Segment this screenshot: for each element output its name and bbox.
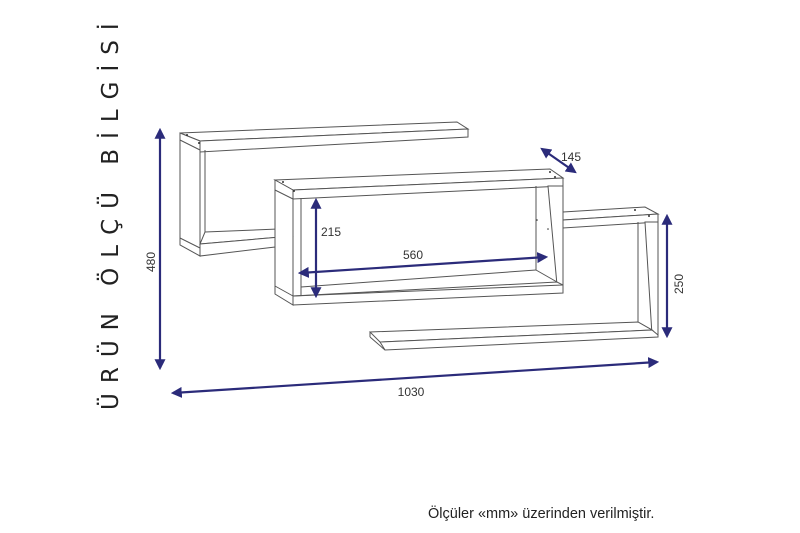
- dimension-inner-width: 560: [297, 248, 549, 278]
- middle-box-shelf: [273, 168, 565, 306]
- label-480: 480: [144, 252, 158, 272]
- dimension-inner-height: 215: [310, 197, 341, 299]
- dimension-depth: 145: [540, 147, 581, 174]
- right-l-shelf: [368, 206, 660, 351]
- label-560: 560: [403, 248, 423, 262]
- left-l-shelf: [179, 121, 470, 257]
- dimension-total-height: 480: [144, 127, 166, 371]
- label-1030: 1030: [398, 385, 425, 399]
- units-note: Ölçüler «mm» üzerinden verilmiştir.: [428, 506, 655, 522]
- label-215: 215: [321, 225, 341, 239]
- label-145: 145: [561, 150, 581, 164]
- dimension-side-height: 250: [661, 213, 686, 339]
- dimension-total-width: 1030: [170, 357, 660, 399]
- label-250: 250: [672, 274, 686, 294]
